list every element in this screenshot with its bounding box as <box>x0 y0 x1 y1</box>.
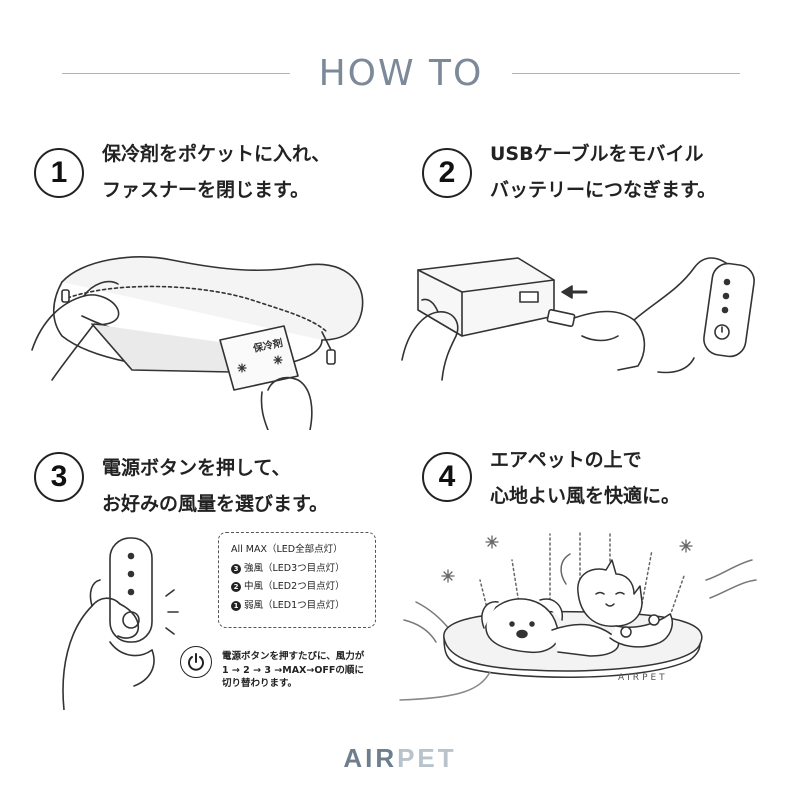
header-rule-right <box>512 73 740 74</box>
mode-max: All MAX（LED全部点灯） <box>231 544 343 555</box>
mode-strong-text: 強風（LED3つ目点灯） <box>244 562 345 574</box>
step-3-line-1: 電源ボタンを押して、 <box>102 457 291 479</box>
step-3-text: 電源ボタンを押して、 お好みの風量を選びます。 <box>102 450 328 522</box>
page-title: HOW TO <box>318 53 484 94</box>
step-1-line-1: 保冷剤をポケットに入れ、 <box>102 143 331 165</box>
step-2-text: USBケーブルをモバイル バッテリーにつなぎます。 <box>490 136 716 208</box>
step-4-line-2: 心地よい風を快適に。 <box>490 485 681 507</box>
step-3-line-2: お好みの風量を選びます。 <box>102 493 329 515</box>
step-4-text: エアペットの上で 心地よい風を快適に。 <box>490 442 680 514</box>
step-2-number: 2 <box>422 148 472 198</box>
footer-logo: AIRPET <box>320 742 480 774</box>
power-note-text: 電源ボタンを押すたびに、風力が 1 → 2 → 3 →MAX→OFFの順に 切り… <box>222 650 364 691</box>
step-3-illustration <box>62 537 179 710</box>
header-rule-left <box>62 73 290 74</box>
step-1-line-2: ファスナーを閉じます。 <box>102 179 310 201</box>
footer-logo-air: AIR <box>343 743 398 773</box>
footer-logo-pet: PET <box>397 743 457 773</box>
step-1-number: 1 <box>34 148 84 198</box>
step-1-illustration: 保冷剤 <box>31 256 364 430</box>
step-2-line-2: バッテリーにつなぎます。 <box>490 179 717 201</box>
mode-medium-marker: 2 <box>231 582 241 592</box>
step-4-illustration: AIRPET <box>399 529 757 701</box>
mode-weak-text: 弱風（LED1つ目点灯） <box>244 599 345 611</box>
step-2-line-1: USBケーブルをモバイル <box>490 143 704 165</box>
mode-strong-marker: 3 <box>231 563 241 574</box>
mat-label: AIRPET <box>618 673 668 683</box>
step-3-number: 3 <box>34 452 84 502</box>
mode-medium-text: 中風（LED2つ目点灯） <box>244 581 345 592</box>
power-icon <box>180 646 212 678</box>
step-4-number: 4 <box>422 452 472 502</box>
mode-weak-marker: 1 <box>231 600 241 611</box>
step-1-text: 保冷剤をポケットに入れ、 ファスナーを閉じます。 <box>102 136 330 208</box>
power-note-line-3: 切り替わります。 <box>222 678 298 689</box>
step-2-illustration <box>401 257 755 381</box>
step-4-line-1: エアペットの上で <box>490 449 642 471</box>
power-note-line-2: 1 → 2 → 3 →MAX→OFFの順に <box>222 664 364 676</box>
power-note-line-1: 電源ボタンを押すたびに、風力が <box>222 651 365 662</box>
